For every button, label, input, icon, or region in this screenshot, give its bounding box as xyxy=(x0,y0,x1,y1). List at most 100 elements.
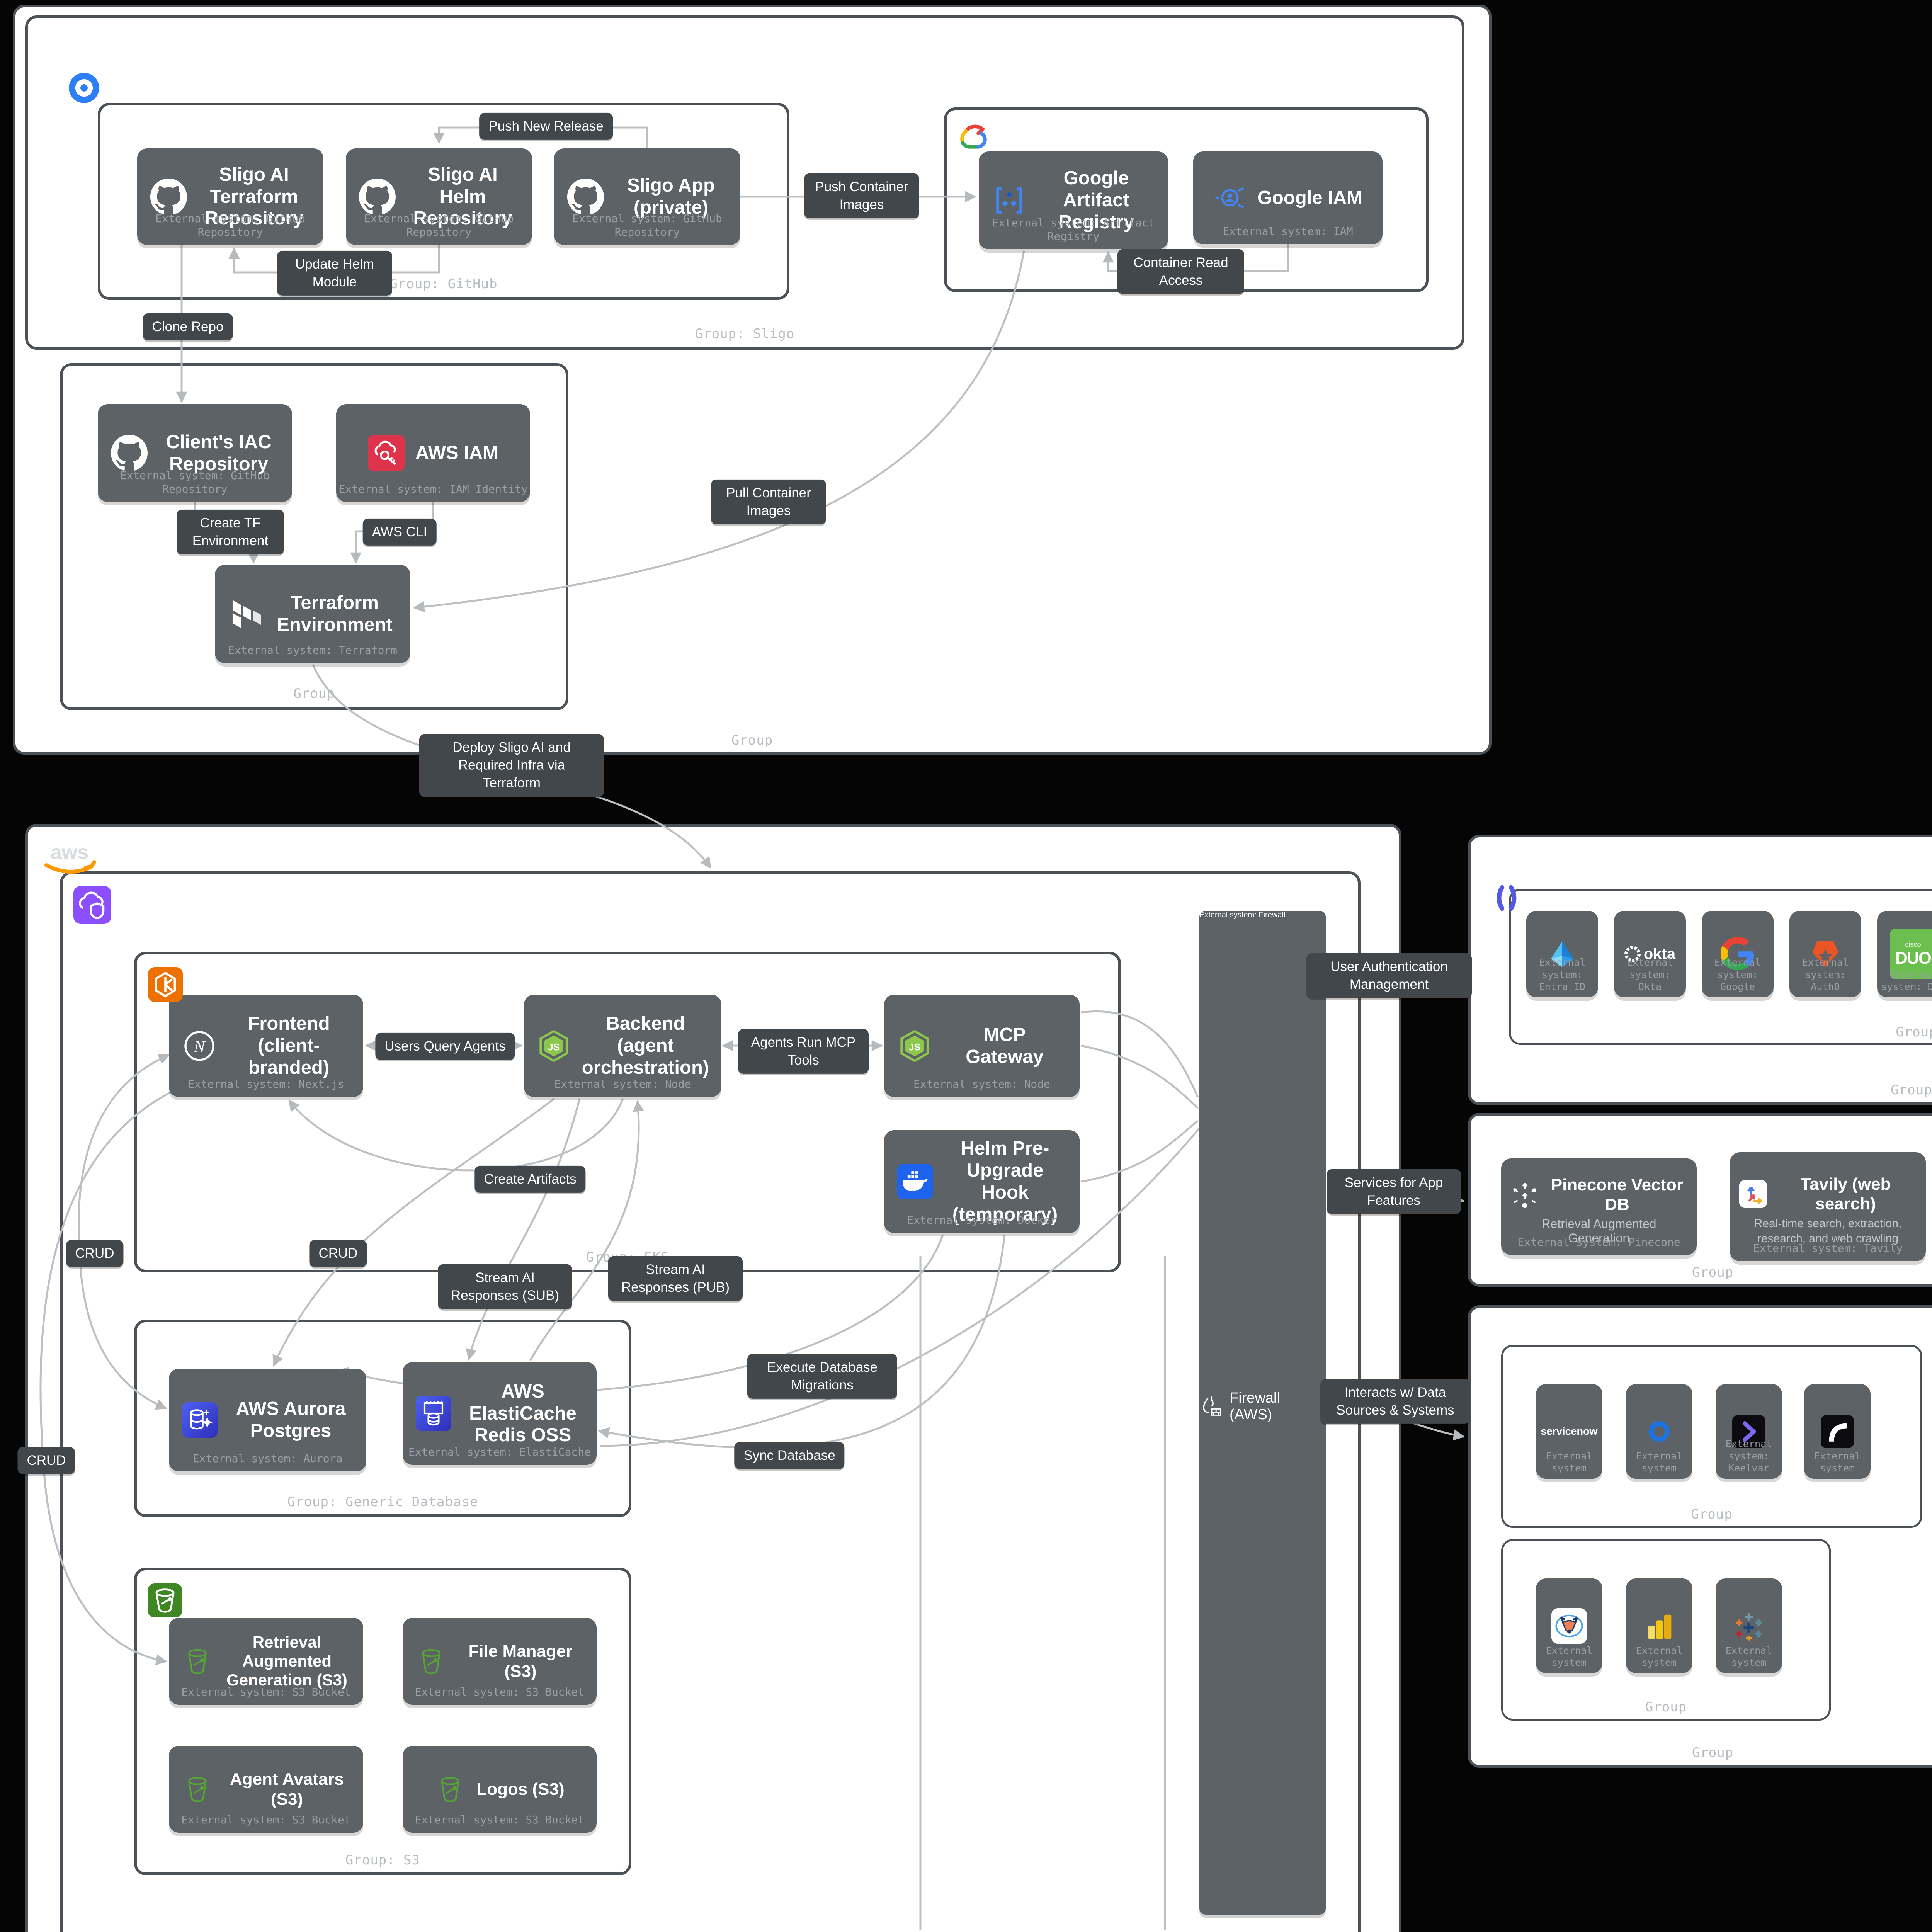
edge-label-sync-database[interactable]: Sync Database xyxy=(734,1442,845,1469)
node-description: Retrieval Augmented Generation xyxy=(1541,1217,1656,1245)
node-sligo-helm-repo[interactable]: Sligo AI Helm Repository External system… xyxy=(346,148,532,245)
node-subtitle: External system: Okta xyxy=(1626,957,1673,992)
edge-label-users-query-agents[interactable]: Users Query Agents xyxy=(375,1032,515,1060)
node-subtitle: External system xyxy=(1636,1645,1683,1668)
node-servicenow[interactable]: servicenow External system xyxy=(1536,1384,1602,1479)
s3-bucket-icon xyxy=(182,1646,213,1677)
edge-label-stream-pub[interactable]: Stream AI Responses (PUB) xyxy=(608,1256,743,1301)
node-subtitle: External system: Tavily xyxy=(1753,1242,1903,1255)
node-pinecone[interactable]: Pinecone Vector DB Retrieval Augmented G… xyxy=(1501,1158,1697,1255)
node-subtitle: External system: GitHub Repository xyxy=(155,212,305,238)
node-elasticache-redis[interactable]: AWS ElastiCache Redis OSS External syste… xyxy=(403,1362,597,1465)
nextjs-icon: N xyxy=(182,1029,217,1063)
node-aws-iam[interactable]: AWS IAM External system: IAM Identity xyxy=(336,404,530,502)
node-fox-tool[interactable]: External system xyxy=(1536,1578,1602,1673)
group-label: Group xyxy=(1896,1024,1932,1040)
node-rag-s3[interactable]: Retrieval Augmented Generation (S3) Exte… xyxy=(169,1618,363,1705)
group-label: Group: GitHub xyxy=(389,276,498,292)
node-subtitle: External system: S3 Bucket xyxy=(181,1685,351,1698)
elasticache-icon xyxy=(416,1396,451,1431)
group-label: Group xyxy=(1645,1699,1687,1715)
edge-label-deploy-sligo[interactable]: Deploy Sligo AI and Required Infra via T… xyxy=(419,734,604,797)
artifact-registry-icon xyxy=(992,183,1027,218)
edge-label-stream-sub[interactable]: Stream AI Responses (SUB) xyxy=(438,1264,572,1310)
node-terraform-environment[interactable]: Terraform Environment External system: T… xyxy=(215,565,410,663)
node-fairmarkit[interactable]: External system xyxy=(1804,1384,1871,1479)
node-title: Sligo App (private) xyxy=(627,175,715,218)
edge-label-agents-run-mcp-tools[interactable]: Agents Run MCP Tools xyxy=(738,1029,869,1074)
node-entra-id[interactable]: External system: Entra ID xyxy=(1526,911,1598,997)
node-subtitle: External system xyxy=(1546,1450,1593,1474)
node-google-artifact-registry[interactable]: Google Artifact Registry External system… xyxy=(979,151,1168,249)
node-tableau[interactable]: External system xyxy=(1716,1578,1782,1673)
nodejs-icon: JS xyxy=(897,1029,932,1063)
group-label: Group xyxy=(731,733,773,748)
edge-label-services-for-app-features[interactable]: Services for App Features xyxy=(1327,1169,1461,1214)
edge-label-interacts-w-data-right[interactable]: Interacts w/ Data Sources & Systems xyxy=(1320,1379,1470,1424)
s3-bucket-icon xyxy=(416,1646,447,1677)
node-file-manager-s3[interactable]: File Manager (S3) External system: S3 Bu… xyxy=(403,1618,597,1705)
edge-label-create-tf-environment[interactable]: Create TF Environment xyxy=(177,509,284,555)
edge-label-crud-1[interactable]: CRUD xyxy=(66,1240,124,1267)
node-mcp-gateway[interactable]: JS MCP Gateway External system: Node xyxy=(884,995,1080,1097)
edge-label-create-artifacts[interactable]: Create Artifacts xyxy=(474,1165,586,1193)
group-label: Group xyxy=(1692,1745,1734,1760)
edge-label-container-read-access[interactable]: Container Read Access xyxy=(1117,249,1244,294)
node-title: Tavily (web search) xyxy=(1800,1174,1891,1213)
node-title: Logos (S3) xyxy=(476,1779,565,1799)
node-title: AWS IAM xyxy=(415,442,499,464)
node-title: AWS ElastiCache Redis OSS xyxy=(469,1381,577,1446)
edge-label-aws-cli[interactable]: AWS CLI xyxy=(362,518,437,546)
edge-label-clone-repo[interactable]: Clone Repo xyxy=(143,313,233,341)
node-agent-avatars-s3[interactable]: Agent Avatars (S3) External system: S3 B… xyxy=(169,1746,363,1833)
node-subtitle: External system: Terraform xyxy=(228,644,398,656)
node-okta[interactable]: okta External system: Okta xyxy=(1614,911,1686,997)
node-power-bi[interactable]: External system xyxy=(1626,1578,1692,1673)
edge-label-pull-container-images[interactable]: Pull Container Images xyxy=(711,479,826,525)
node-sligo-app[interactable]: Sligo App (private) External system: Git… xyxy=(554,148,740,245)
node-backend[interactable]: JS Backend (agent orchestration) Externa… xyxy=(524,995,721,1097)
node-title: Retrieval Augmented Generation (S3) xyxy=(226,1633,347,1689)
s3-group-icon xyxy=(148,1583,182,1619)
node-description: Real-time search, extraction, research, … xyxy=(1754,1217,1902,1245)
node-tavily[interactable]: Tavily (web search) Real-time search, ex… xyxy=(1730,1152,1926,1261)
node-title: Sligo AI Terraform Repository xyxy=(204,164,304,229)
node-cisco-duo[interactable]: cisco DUO External system: Duo xyxy=(1877,911,1932,997)
group-label: Group xyxy=(1891,1082,1932,1098)
node-title: Frontend (client-branded) xyxy=(248,1013,330,1078)
pinecone-icon xyxy=(1510,1180,1539,1209)
edge-label-user-authentication-management[interactable]: User Authentication Management xyxy=(1306,953,1472,998)
node-aurora-postgres[interactable]: AWS Aurora Postgres External system: Aur… xyxy=(169,1369,366,1471)
node-google-iam[interactable]: Google IAM External system: IAM xyxy=(1193,151,1383,244)
node-title: Terraform Environment xyxy=(277,592,393,635)
node-keelvar[interactable]: External system: Keelvar xyxy=(1716,1384,1782,1479)
node-subtitle: External system: Aurora xyxy=(192,1452,343,1465)
aws-iam-icon xyxy=(367,435,405,471)
node-sligo-terraform-repo[interactable]: Sligo AI Terraform Repository External s… xyxy=(137,148,323,245)
edge-label-push-container-images[interactable]: Push Container Images xyxy=(804,173,919,219)
github-icon xyxy=(111,435,148,471)
node-subtitle: External system: IAM xyxy=(1223,225,1353,238)
node-logos-s3[interactable]: Logos (S3) External system: S3 Bucket xyxy=(403,1746,597,1833)
node-client-iac-repo[interactable]: Client's IAC Repository External system:… xyxy=(98,404,292,502)
node-coupa[interactable]: External system xyxy=(1626,1384,1692,1479)
edge-label-push-new-release[interactable]: Push New Release xyxy=(479,112,613,140)
node-google-auth[interactable]: External system: Google xyxy=(1702,911,1774,997)
node-subtitle: External system: Keelvar xyxy=(1725,1438,1772,1474)
node-firewall-vertical[interactable]: Firewall (AWS) External system: Firewall xyxy=(1199,911,1326,1915)
node-subtitle: External system: S3 Bucket xyxy=(415,1813,585,1826)
google-iam-icon xyxy=(1213,181,1247,214)
node-title: Sligo AI Helm Repository xyxy=(413,164,512,229)
edge-label-crud-3[interactable]: CRUD xyxy=(17,1447,75,1475)
edge-label-update-helm-module[interactable]: Update Helm Module xyxy=(277,250,392,296)
node-helm-pre-upgrade-hook[interactable]: Helm Pre-Upgrade Hook (temporary) Extern… xyxy=(884,1130,1080,1233)
node-frontend[interactable]: N Frontend (client-branded) External sys… xyxy=(169,995,363,1097)
aws-logo-icon: aws xyxy=(39,840,100,879)
s3-bucket-icon xyxy=(435,1774,466,1805)
edge-label-execute-database-migrations[interactable]: Execute Database Migrations xyxy=(747,1354,897,1399)
node-subtitle: External system: Pinecone xyxy=(1517,1236,1680,1248)
group-label: Group: Generic Database xyxy=(287,1494,478,1510)
edge-label-crud-2[interactable]: CRUD xyxy=(309,1240,367,1267)
node-auth0[interactable]: External system: Auth0 xyxy=(1789,911,1861,997)
